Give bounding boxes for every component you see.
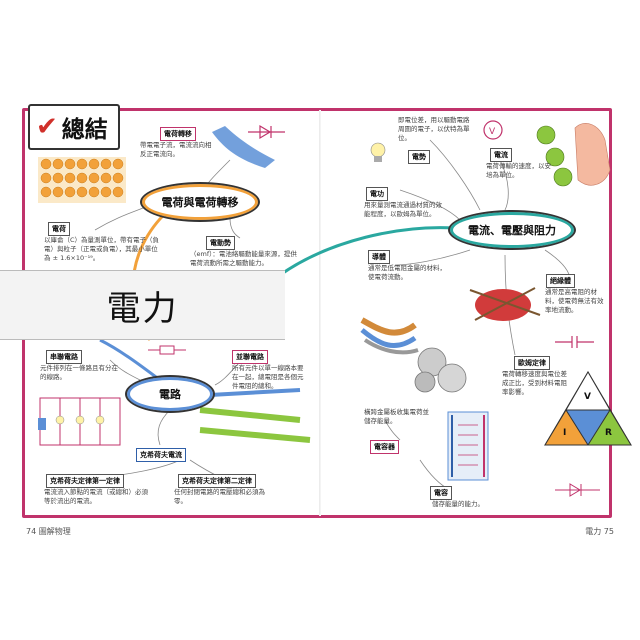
summary-badge: ✔ 總結 [28, 104, 120, 150]
tag-ohm: 歐姆定律 [514, 356, 550, 370]
water-flow-illustration [212, 126, 275, 168]
circuit-bulbs [55, 415, 105, 425]
book-gutter [319, 110, 321, 516]
coins-illustration [414, 347, 467, 393]
note-capacitance: 儲存能量的能力。 [432, 500, 484, 508]
capacitor-symbol [555, 336, 594, 348]
note-kirchhoff-first: 電流流入節點的電流（或總和）必須等於流出的電流。 [44, 488, 148, 505]
tag-kirchhoff-first: 克希荷夫定律第一定律 [46, 474, 124, 488]
note-emf: （emf）：電池絡驅動能量來源，提供電荷流動所需之驅動能力。 [190, 250, 297, 267]
current-flow-illustration [199, 388, 311, 443]
svg-text:V: V [489, 127, 496, 137]
diode-icon [248, 124, 285, 140]
capacitor-plates-illustration [447, 411, 489, 481]
cable-illustration [360, 317, 419, 355]
right-page-number: 電力 75 [585, 527, 614, 536]
tag-potential: 電勢 [408, 150, 430, 164]
note-series: 元件排列在一條路且有分在的線路。 [40, 364, 118, 381]
note-current: 電荷傳輸的速度，以安培為單位。 [486, 162, 551, 179]
note-charge-transfer: 帶電電子流，電流流向相反正電流向。 [140, 141, 212, 158]
title-band: 電力 [0, 270, 285, 340]
tag-current: 電流 [490, 148, 512, 162]
note-charge: 以庫侖（C）為量測單位，帶有電子（負電）與粒子（正電或負電），其最小單位為 ± … [44, 236, 160, 262]
note-power: 用來量測電流通過材質的效能程度，以歐姆為單位。 [364, 201, 442, 218]
triangle-v: V [584, 392, 591, 402]
tag-kirchhoff-second: 克希荷夫定律第二定律 [178, 474, 256, 488]
concept-charge: 電荷與電荷轉移 [140, 182, 260, 222]
note-ohm: 電荷轉移速度與電位差成正比，受到材料電阻率影響。 [502, 370, 567, 396]
triangle-r: R [605, 428, 612, 438]
note-potential: 即電位差，用以驅動電路周圍的電子，以伏特為單位。 [398, 116, 470, 142]
voltmeter-icon: V [483, 120, 503, 140]
left-page-number: 74 圖解物理 [26, 527, 71, 536]
tag-capacitor: 電容器 [370, 440, 399, 454]
tag-kirchhoff: 克希荷夫電流 [136, 448, 186, 462]
tag-charge: 電荷 [48, 222, 70, 236]
summary-label: 總結 [61, 117, 108, 143]
check-icon: ✔ [36, 112, 58, 142]
note-insulator: 通常是高電阻的材料，使電荷無法有效率地流動。 [545, 288, 604, 314]
note-conductor: 通常是低電阻金屬的材料，使電荷流動。 [368, 264, 446, 281]
insulator-illustration [469, 287, 541, 321]
bottom-diode-icon [555, 483, 600, 497]
hand-illustration [574, 123, 611, 186]
tag-series: 串聯電路 [46, 350, 82, 364]
concept-current: 電流、電壓與阻力 [448, 210, 576, 250]
battery-icon [38, 418, 46, 430]
vir-triangle [544, 371, 632, 446]
tag-conductor: 導體 [368, 250, 390, 264]
tag-parallel: 並聯電路 [232, 350, 268, 364]
tag-charge-transfer: 電荷轉移 [160, 127, 196, 141]
tag-emf: 電動勢 [206, 236, 235, 250]
concept-circuit: 電路 [125, 375, 215, 413]
note-kirchhoff-second: 任何封閉電路的電壓總和必須為零。 [174, 488, 265, 505]
tag-capacitance: 電容 [430, 486, 452, 500]
resistor-symbol [148, 345, 186, 355]
page-title: 電力 [106, 288, 179, 329]
note-capacitor: 橫跨金屬板收集電荷並儲存能量。 [364, 408, 429, 425]
note-parallel: 所有元件以單一線路本要在一起，總電阻是各個元件電阻的總和。 [232, 364, 304, 390]
tag-power: 電功 [366, 187, 388, 201]
charge-grid-illustration [38, 157, 126, 203]
teal-link [279, 226, 456, 277]
lightbulb-icon [370, 142, 386, 162]
charge-balls-illustration [536, 125, 573, 187]
triangle-i: I [563, 428, 567, 438]
tag-insulator: 絕緣體 [546, 274, 575, 288]
